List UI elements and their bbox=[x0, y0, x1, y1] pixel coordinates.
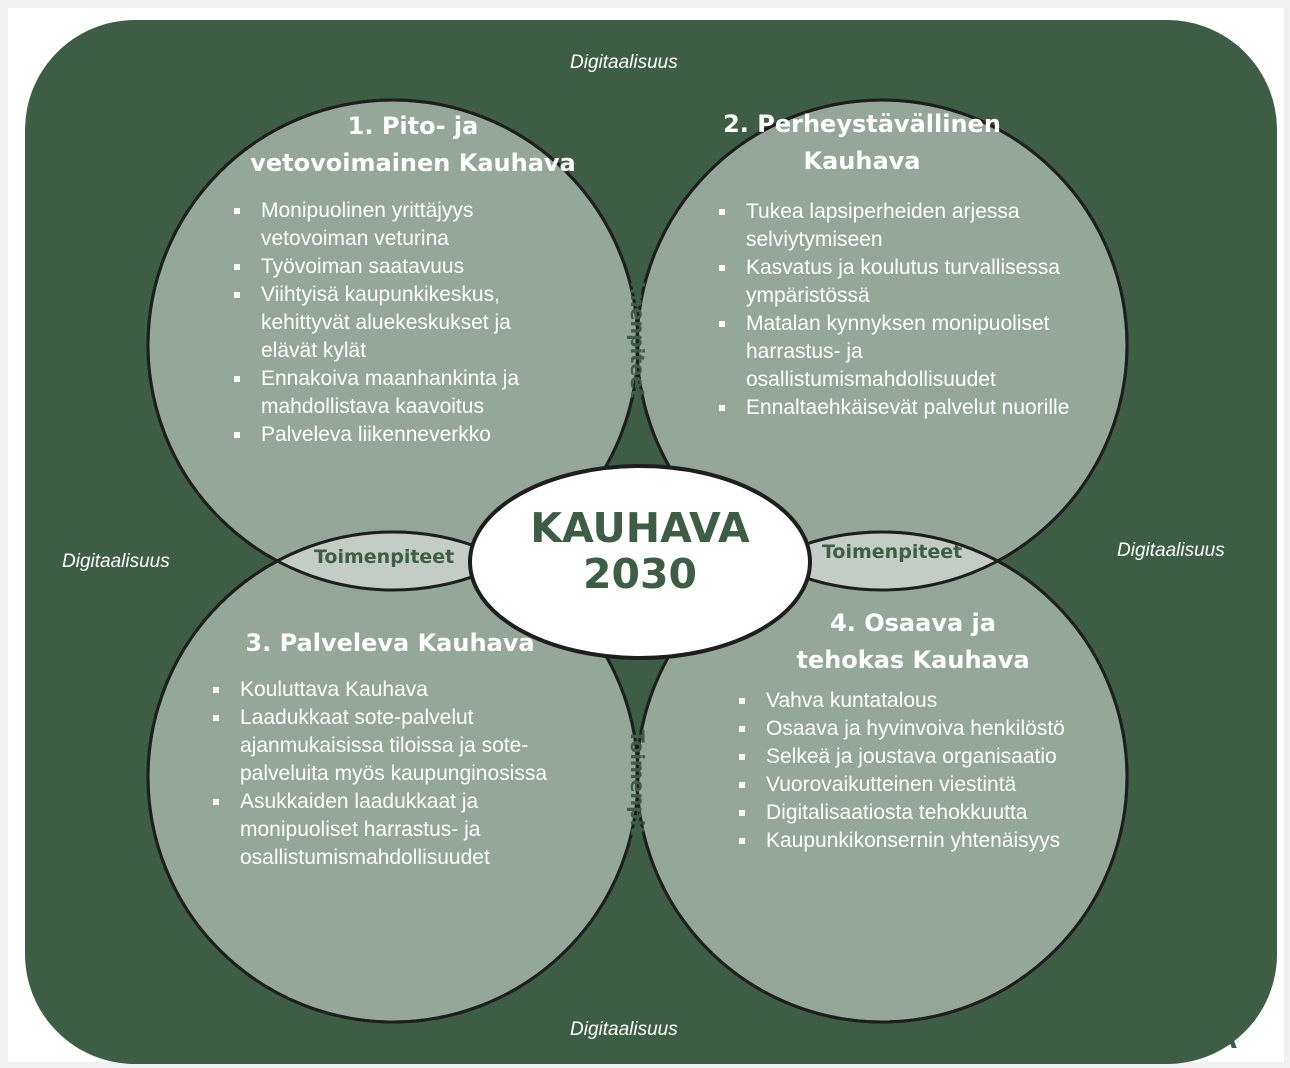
circle-2-title-line1: 2. Perheystävällinen bbox=[723, 110, 1001, 138]
digitalisuus-label-top: Digitaalisuus bbox=[570, 52, 678, 73]
circle-3-title: 3. Palveleva Kauhava bbox=[190, 625, 590, 662]
toimenpiteet-label-left: Toimenpiteet bbox=[314, 546, 455, 568]
circle-3-item: Asukkaiden laadukkaat ja monipuoliset ha… bbox=[207, 788, 562, 872]
circle-4-title-line2: tehokas Kauhava bbox=[796, 646, 1030, 674]
circle-3-item: Kouluttava Kauhava bbox=[207, 676, 562, 704]
circle-2-outline bbox=[635, 98, 1129, 592]
circle-2-item: Kasvatus ja koulutus turvallisessa ympär… bbox=[713, 254, 1083, 310]
circle-2-title-line2: Kauhava bbox=[803, 147, 921, 175]
center-title-line2: 2030 bbox=[582, 550, 698, 598]
circle-4-list: Vahva kuntatalous Osaava ja hyvinvoiva h… bbox=[733, 687, 1103, 855]
toimenpiteet-label-bottom: Toimenpiteet bbox=[626, 729, 648, 871]
center-ellipse bbox=[468, 464, 812, 660]
circle-2-item: Ennaltaehkäisevät palvelut nuorille bbox=[713, 394, 1083, 422]
circle-1-item: Viihtyisä kaupunkikeskus, kehittyvät alu… bbox=[228, 281, 558, 365]
circle-2-list: Tukea lapsiperheiden arjessa selviytymis… bbox=[713, 198, 1083, 422]
circle-4-title: 4. Osaava ja tehokas Kauhava bbox=[748, 605, 1078, 679]
circle-1-list: Monipuolinen yrittäjyys vetovoiman vetur… bbox=[228, 197, 558, 449]
circle-4-item: Kaupunkikonsernin yhtenäisyys bbox=[733, 827, 1103, 855]
circle-1-item: Ennakoiva maanhankinta ja mahdollistava … bbox=[228, 365, 558, 421]
circle-1-title-line1: 1. Pito- ja bbox=[347, 112, 479, 140]
circle-2-item: Matalan kynnyksen monipuoliset harrastus… bbox=[713, 310, 1083, 394]
circle-4-item: Osaava ja hyvinvoiva henkilöstö bbox=[733, 715, 1103, 743]
circle-3-title-line1: 3. Palveleva Kauhava bbox=[245, 629, 535, 657]
circle-1-item: Palveleva liikenneverkko bbox=[228, 421, 558, 449]
kauhava-logo-text: AVA bbox=[1162, 1025, 1246, 1055]
circle-4-title-line1: 4. Osaava ja bbox=[830, 609, 996, 637]
circle-1-item: Monipuolinen yrittäjyys vetovoiman vetur… bbox=[228, 197, 558, 253]
circle-1-item: Työvoiman saatavuus bbox=[228, 253, 558, 281]
toimenpiteet-label-right: Toimenpiteet bbox=[822, 541, 963, 563]
circle-2-item: Tukea lapsiperheiden arjessa selviytymis… bbox=[713, 198, 1083, 254]
circle-4-outline bbox=[635, 530, 1129, 1024]
circle-4-item: Digitalisaatiosta tehokkuutta bbox=[733, 799, 1103, 827]
center-title-line1: KAUHAVA bbox=[530, 504, 750, 552]
circle-4-item: Vuorovaikutteinen viestintä bbox=[733, 771, 1103, 799]
circle-2-title: 2. Perheystävällinen Kauhava bbox=[702, 106, 1022, 180]
digitalisuus-label-left: Digitaalisuus bbox=[62, 551, 170, 572]
circle-4-item: Selkeä ja joustava organisaatio bbox=[733, 743, 1103, 771]
digitalisuus-label-right: Digitaalisuus bbox=[1117, 540, 1225, 561]
circle-1-title-line2: vetovoimainen Kauhava bbox=[250, 149, 576, 177]
circle-3-item: Laadukkaat sote-palvelut ajanmukaisissa … bbox=[207, 704, 562, 788]
circle-4-item: Vahva kuntatalous bbox=[733, 687, 1103, 715]
toimenpiteet-label-top: Toimenpiteet bbox=[626, 257, 648, 399]
center-title: KAUHAVA 2030 bbox=[470, 505, 810, 597]
digitalisuus-label-bottom: Digitaalisuus bbox=[570, 1019, 678, 1040]
circle-3-list: Kouluttava Kauhava Laadukkaat sote-palve… bbox=[207, 676, 562, 872]
circle-1-title: 1. Pito- ja vetovoimainen Kauhava bbox=[233, 108, 593, 182]
